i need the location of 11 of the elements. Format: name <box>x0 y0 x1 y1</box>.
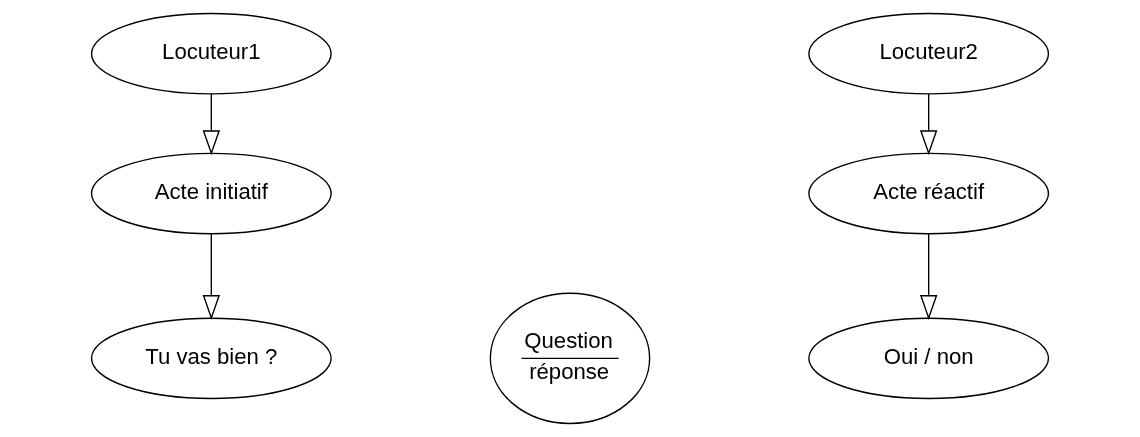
node-ellipse: Acte initiatif <box>90 152 332 235</box>
arrow <box>919 233 938 320</box>
arrow <box>202 233 221 320</box>
node-ellipse: Acte réactif <box>808 152 1050 235</box>
node-ellipse: Oui / non <box>808 317 1050 400</box>
node-ellipse: Question réponse <box>489 292 651 425</box>
arrow <box>919 93 938 156</box>
node-ellipse: Locuteur1 <box>90 12 332 95</box>
arrow <box>202 93 221 156</box>
node-ellipse: Tu vas bien ? <box>90 317 332 400</box>
node-ellipse: Locuteur2 <box>808 12 1050 95</box>
